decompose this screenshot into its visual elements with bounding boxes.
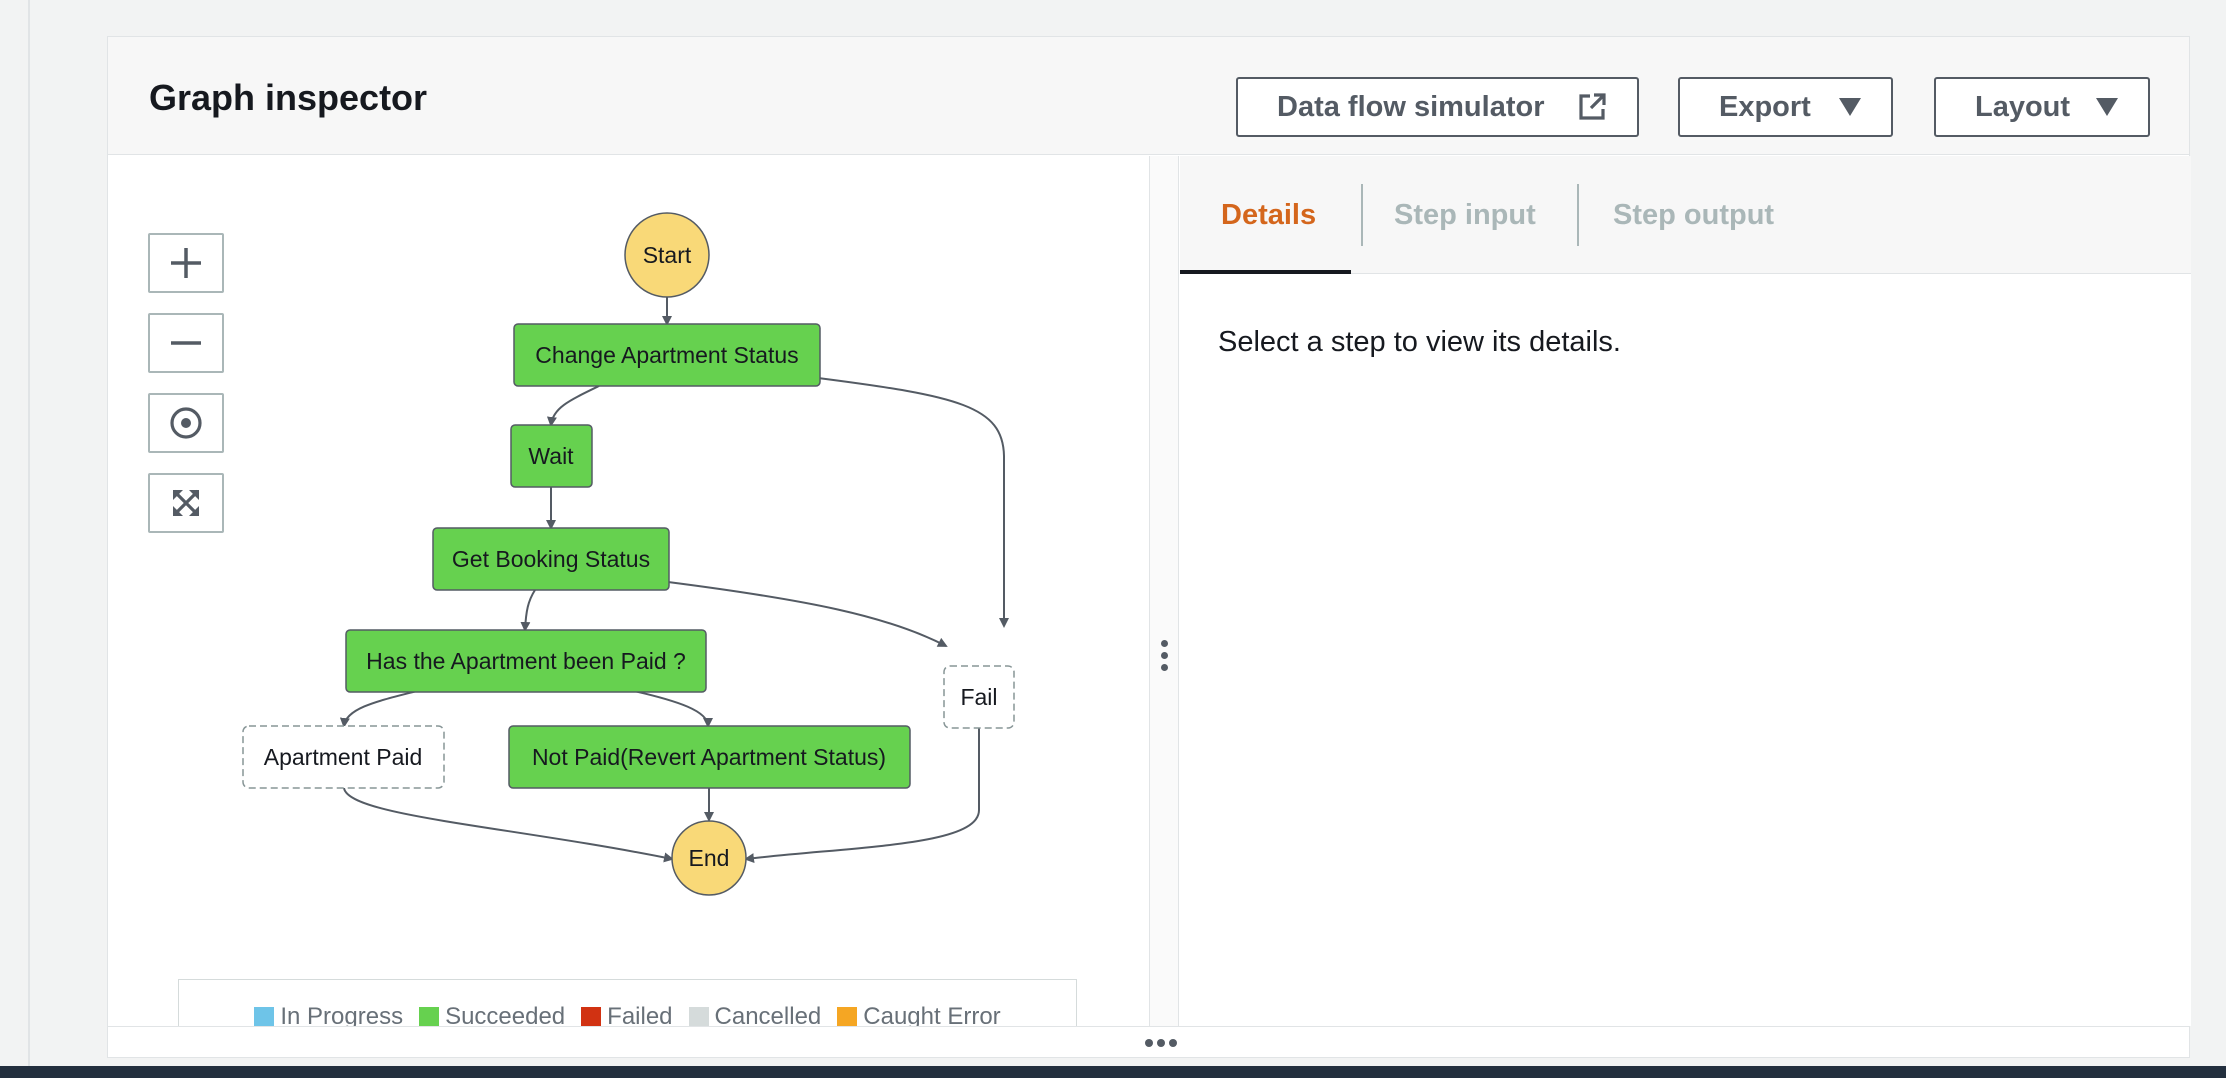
export-label: Export (1719, 90, 1811, 123)
edge-get-fail (667, 581, 948, 647)
legend-swatch (688, 1006, 709, 1027)
caret-down-icon (2096, 98, 2118, 116)
tab-details[interactable]: Details (1221, 198, 1317, 231)
edge-has-paid (339, 690, 418, 728)
grip-dot (1161, 652, 1168, 659)
node-end-label: End (689, 845, 730, 871)
node-has-apartment-been-paid[interactable]: Has the Apartment been Paid ? (345, 629, 707, 693)
node-change-apartment-status[interactable]: Change Apartment Status (513, 323, 821, 387)
data-flow-simulator-button[interactable]: Data flow simulator (1236, 77, 1639, 137)
node-fail-label: Fail (960, 684, 997, 710)
expand-icon (172, 489, 200, 517)
node-get-booking-status[interactable]: Get Booking Status (432, 527, 670, 591)
details-empty-message: Select a step to view its details. (1218, 326, 1621, 358)
graph-inspector-panel: Graph inspector Data flow simulator Expo… (107, 36, 2191, 1058)
node-wait[interactable]: Wait (510, 424, 593, 488)
zoom-out-button[interactable] (148, 313, 224, 373)
layout-button[interactable]: Layout (1934, 77, 2150, 137)
graph-canvas[interactable]: Start Change Apartment Status Wait Get B… (108, 156, 1149, 1054)
layout-label: Layout (1975, 90, 2071, 123)
grip-dot (1145, 1039, 1153, 1047)
legend-item-cancelled: Cancelled (688, 1002, 822, 1031)
edge-change-fail (817, 377, 1009, 628)
legend-item-failed: Failed (581, 1002, 673, 1031)
node-apartment-paid-label: Apartment Paid (264, 744, 423, 770)
grip-dot (1161, 664, 1168, 671)
grip-dot (1157, 1039, 1165, 1047)
data-flow-simulator-label: Data flow simulator (1277, 90, 1545, 123)
target-icon (170, 407, 202, 439)
legend-label: Cancelled (714, 1002, 822, 1030)
export-button[interactable]: Export (1678, 77, 1893, 137)
node-not-paid-revert[interactable]: Not Paid(Revert Apartment Status) (508, 725, 911, 789)
active-tab-indicator (1180, 270, 1351, 274)
legend-item-in-progress: In Progress (254, 1003, 403, 1031)
edge-fail-end (744, 728, 980, 864)
grip-dot (1169, 1039, 1177, 1047)
node-start[interactable]: Start (624, 212, 710, 298)
legend-label: Caught Error (863, 1002, 1001, 1030)
edge-paid-end (343, 787, 674, 863)
horizontal-resize-handle[interactable] (108, 1026, 2189, 1057)
external-link-icon (1579, 93, 1606, 120)
node-end[interactable]: End (671, 820, 747, 896)
minus-icon (171, 341, 201, 345)
node-change-apartment-status-label: Change Apartment Status (535, 342, 798, 368)
legend-label: In Progress (280, 1002, 404, 1030)
legend-swatch (254, 1006, 275, 1027)
tab-divider (1577, 184, 1579, 246)
panel-title: Graph inspector (149, 77, 428, 118)
bottom-bar (0, 1066, 2226, 1078)
node-has-apartment-been-paid-label: Has the Apartment been Paid ? (366, 648, 686, 674)
center-graph-button[interactable] (148, 393, 224, 453)
legend-item-succeeded: Succeeded (419, 1003, 565, 1031)
legend-swatch (581, 1006, 602, 1027)
panel-header: Graph inspector Data flow simulator Expo… (108, 37, 2189, 155)
grip-dot (1161, 640, 1168, 647)
state-machine-graph: Start Change Apartment Status Wait Get B… (242, 212, 1015, 896)
tab-step-input[interactable]: Step input (1394, 198, 1536, 231)
page-left-border (28, 0, 30, 1066)
legend-item-caught-error: Caught Error (837, 1002, 1001, 1031)
edge-change-wait (546, 385, 600, 427)
node-not-paid-revert-label: Not Paid(Revert Apartment Status) (532, 744, 886, 770)
node-wait-label: Wait (528, 443, 574, 469)
node-start-label: Start (643, 242, 692, 268)
caret-down-icon (1839, 98, 1861, 116)
details-pane: Details Step input Step output Select a … (1180, 156, 2191, 1026)
node-apartment-paid[interactable]: Apartment Paid (242, 725, 445, 789)
tab-step-output[interactable]: Step output (1613, 198, 1775, 231)
legend-label: Succeeded (445, 1002, 566, 1030)
node-get-booking-status-label: Get Booking Status (452, 546, 650, 572)
details-tabs: Details Step input Step output (1180, 156, 2191, 274)
vertical-resize-handle[interactable] (1149, 156, 1179, 1026)
tab-divider (1361, 184, 1363, 246)
plus-icon (171, 248, 201, 278)
legend-swatch (837, 1006, 858, 1027)
edge-has-notpaid (633, 690, 713, 728)
legend-label: Failed (607, 1002, 673, 1030)
zoom-in-button[interactable] (148, 233, 224, 293)
node-fail[interactable]: Fail (943, 665, 1015, 729)
legend-swatch (419, 1006, 440, 1027)
fit-graph-button[interactable] (148, 473, 224, 533)
edge-get-has (520, 589, 536, 632)
